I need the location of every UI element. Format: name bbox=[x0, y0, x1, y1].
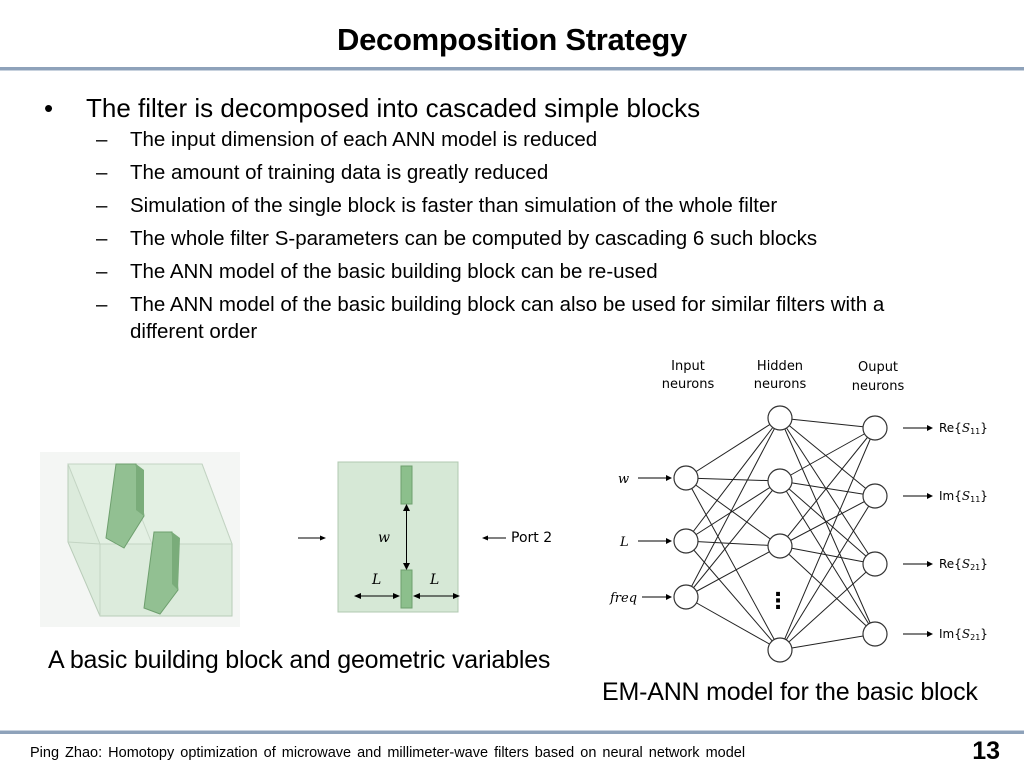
hidden-output-connection bbox=[779, 417, 876, 565]
ann-neurons bbox=[673, 405, 888, 663]
block-3d-render bbox=[40, 452, 240, 627]
header-divider bbox=[0, 67, 1024, 71]
input-hidden-connection bbox=[685, 417, 781, 542]
input-neuron bbox=[673, 584, 699, 610]
input-neuron bbox=[673, 528, 699, 554]
output-layer-label-2: neurons bbox=[852, 379, 905, 394]
output-neuron bbox=[862, 621, 888, 647]
sub-bullet: –The ANN model of the basic building blo… bbox=[44, 291, 944, 345]
output-layer-label-1: Ouput bbox=[858, 360, 898, 375]
input-hidden-connection bbox=[685, 480, 781, 542]
port-label: Port 2 bbox=[511, 530, 552, 546]
dash-marker: – bbox=[96, 260, 108, 283]
input-hidden-connection bbox=[685, 545, 781, 598]
sub-bullet: –The ANN model of the basic building blo… bbox=[44, 258, 944, 285]
output-label: Re{S11} bbox=[939, 421, 988, 436]
dash-marker: – bbox=[96, 161, 108, 184]
slide-title: Decomposition Strategy bbox=[337, 22, 687, 57]
hidden-output-connection bbox=[779, 480, 876, 635]
sub-bullet-text: The whole filter S-parameters can be com… bbox=[130, 227, 818, 250]
input-neuron bbox=[673, 465, 699, 491]
input-hidden-connection bbox=[685, 417, 781, 479]
output-arrowhead bbox=[927, 425, 933, 431]
input-hidden-connection bbox=[685, 596, 781, 651]
ann-connections bbox=[638, 417, 876, 651]
input-hidden-connection bbox=[685, 540, 781, 651]
hidden-output-connection bbox=[779, 427, 876, 482]
hidden-output-connection bbox=[779, 417, 876, 497]
output-arrowhead bbox=[927, 493, 933, 499]
output-arrowhead bbox=[927, 631, 933, 637]
sub-bullet: –The input dimension of each ANN model i… bbox=[44, 126, 944, 153]
hidden-output-connection bbox=[779, 427, 876, 547]
hidden-layer-label-1: Hidden bbox=[757, 359, 803, 374]
page-number: 13 bbox=[972, 737, 1000, 765]
ann-diagram: Input neurons Hidden neurons Ouput neuro… bbox=[609, 359, 988, 663]
hidden-output-connection bbox=[779, 495, 876, 651]
hidden-output-connection bbox=[779, 563, 876, 651]
sub-bullet-text: The input dimension of each ANN model is… bbox=[130, 128, 598, 151]
hidden-output-connection bbox=[779, 495, 876, 547]
hidden-output-connection bbox=[779, 480, 876, 565]
hidden-output-connection bbox=[779, 545, 876, 635]
sub-bullet-text: The ANN model of the basic building bloc… bbox=[130, 260, 658, 283]
output-arrowhead bbox=[927, 561, 933, 567]
hidden-output-connection bbox=[779, 417, 876, 429]
hidden-ellipsis: ⋮ bbox=[767, 589, 789, 614]
output-label: Im{S21} bbox=[939, 627, 988, 642]
hidden-neuron bbox=[767, 468, 793, 494]
bullet-marker: • bbox=[44, 93, 54, 123]
hidden-output-connection bbox=[779, 545, 876, 565]
input-layer-label-1: Input bbox=[671, 359, 705, 374]
input-hidden-connection bbox=[685, 540, 781, 547]
hidden-layer-label-2: neurons bbox=[754, 377, 807, 392]
sub-bullet-text: Simulation of the single block is faster… bbox=[130, 194, 778, 217]
main-bullet: • The filter is decomposed into cascaded… bbox=[44, 92, 944, 124]
bullet-list: • The filter is decomposed into cascaded… bbox=[44, 92, 944, 351]
hidden-neuron bbox=[767, 637, 793, 663]
hidden-output-connection bbox=[779, 480, 876, 497]
footer-citation: Ping Zhao: Homotopy optimization of micr… bbox=[30, 745, 746, 761]
dash-marker: – bbox=[96, 293, 108, 316]
input-hidden-connection bbox=[685, 417, 781, 598]
block-caption: A basic building block and geometric var… bbox=[48, 646, 551, 674]
output-label: Im{S11} bbox=[939, 489, 988, 504]
ann-output-labels: Re{S11} Im{S11} Re{S21} Im{S21} bbox=[903, 421, 988, 642]
input-layer-label-2: neurons bbox=[662, 377, 715, 392]
input-w-label: w bbox=[618, 472, 629, 487]
input-hidden-connection bbox=[685, 480, 781, 598]
var-l-label-left: L bbox=[371, 572, 381, 588]
input-arrowhead bbox=[666, 538, 672, 544]
input-l-label: L bbox=[619, 535, 629, 550]
output-neuron bbox=[862, 551, 888, 577]
dash-marker: – bbox=[96, 194, 108, 217]
sub-bullet-text: The ANN model of the basic building bloc… bbox=[130, 293, 885, 343]
main-bullet-text: The filter is decomposed into cascaded s… bbox=[86, 93, 701, 123]
hidden-output-connection bbox=[779, 633, 876, 651]
sub-bullet: –The amount of training data is greatly … bbox=[44, 159, 944, 186]
sub-bullet: –The whole filter S-parameters can be co… bbox=[44, 225, 944, 252]
output-neuron bbox=[862, 483, 888, 509]
dash-marker: – bbox=[96, 227, 108, 250]
input-arrowhead bbox=[666, 594, 672, 600]
input-hidden-connection bbox=[685, 477, 781, 547]
output-label: Re{S21} bbox=[939, 557, 988, 572]
input-freq-label: freq bbox=[609, 591, 637, 606]
sub-bullet: –Simulation of the single block is faste… bbox=[44, 192, 944, 219]
dash-marker: – bbox=[96, 128, 108, 151]
hidden-output-connection bbox=[779, 417, 876, 635]
hidden-neuron bbox=[767, 405, 793, 431]
output-neuron bbox=[862, 415, 888, 441]
var-l-label-right: L bbox=[429, 572, 439, 588]
input-arrowhead bbox=[666, 475, 672, 481]
hidden-output-connection bbox=[779, 427, 876, 651]
sub-bullet-text: The amount of training data is greatly r… bbox=[130, 161, 549, 184]
input-hidden-connection bbox=[685, 477, 781, 651]
hidden-neuron bbox=[767, 533, 793, 559]
block-top-view: w L L Port 2 bbox=[298, 461, 552, 613]
var-w-label: w bbox=[378, 530, 390, 546]
ann-caption: EM-ANN model for the basic block bbox=[602, 678, 978, 706]
footer-divider bbox=[0, 730, 1024, 734]
